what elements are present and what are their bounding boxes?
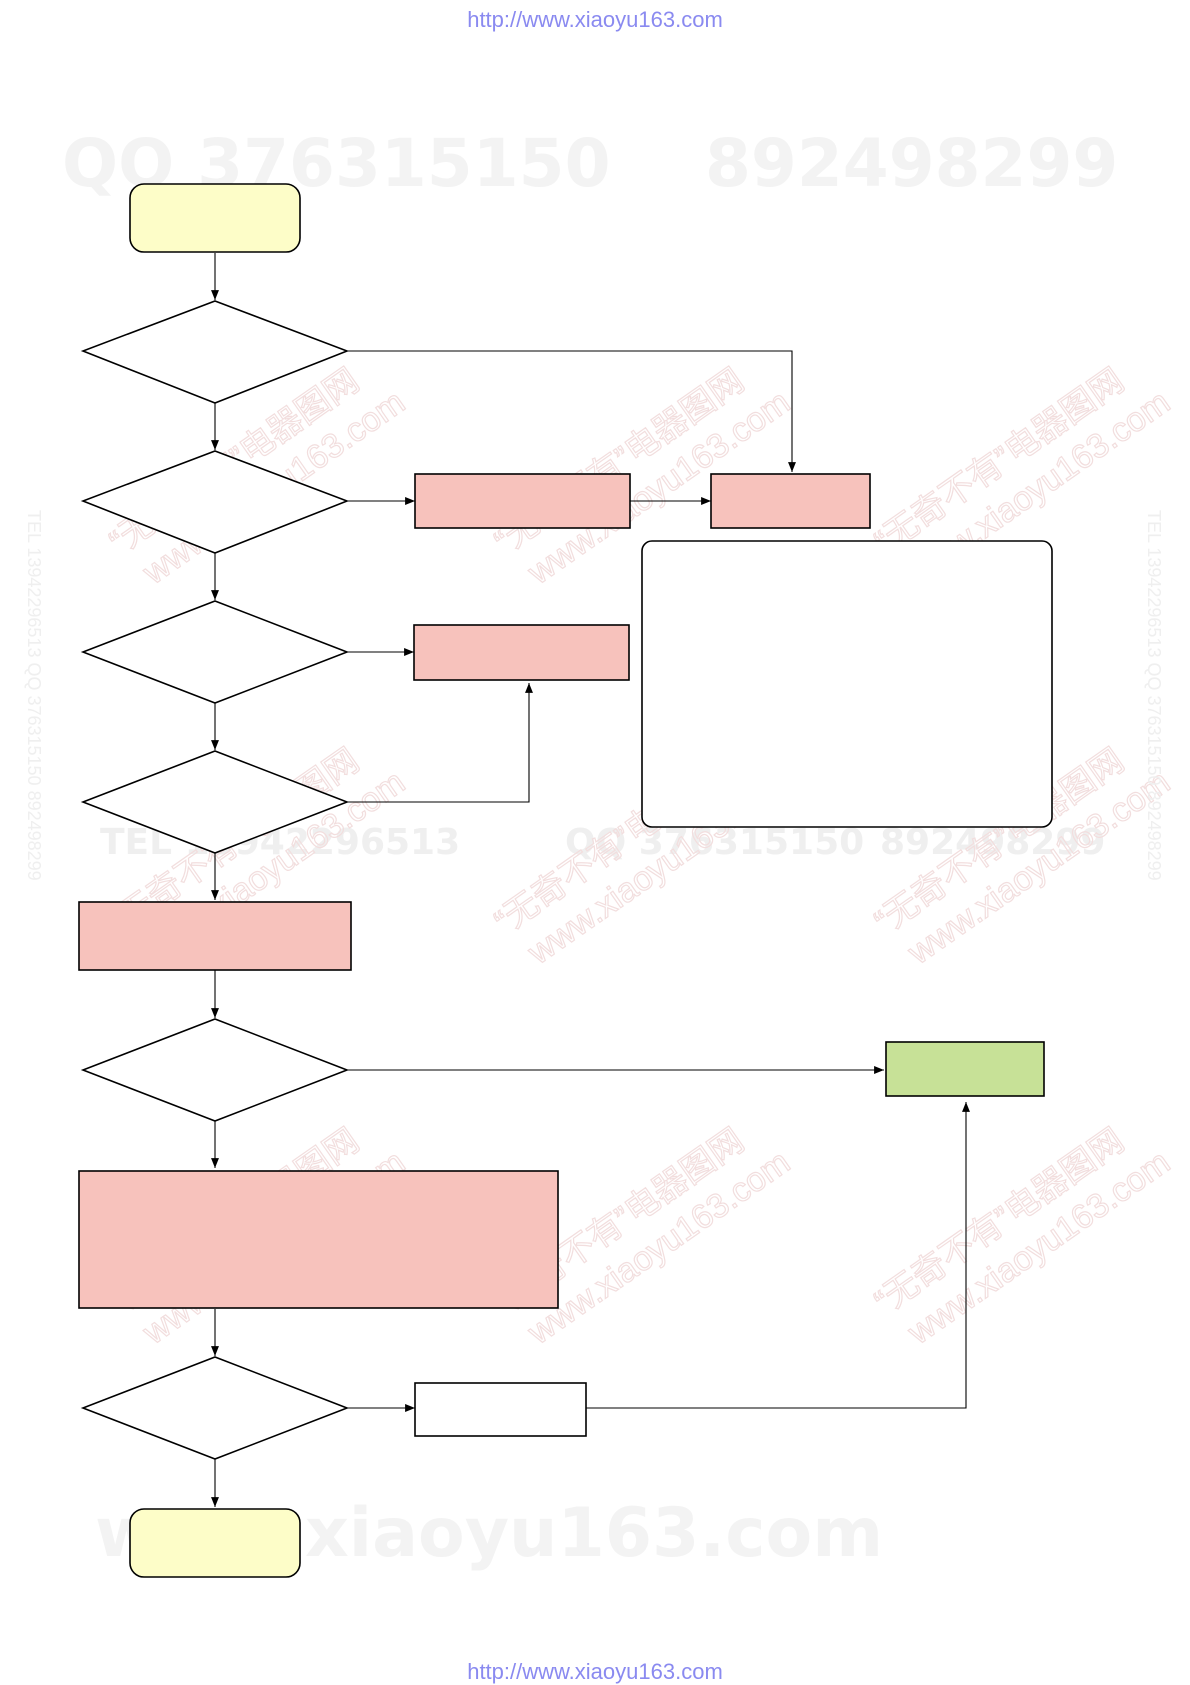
process-box-c bbox=[413, 624, 630, 681]
process-box-d bbox=[78, 901, 352, 971]
note-panel bbox=[641, 540, 1053, 828]
watermark-side-right: TEL 13942296513 QQ 376315150 892498299 bbox=[1144, 510, 1164, 881]
decision-3 bbox=[80, 600, 350, 704]
decision-5 bbox=[80, 1018, 350, 1122]
edge-p-f-r-ok bbox=[586, 1102, 970, 1409]
watermark-diag-9: “无奇不有”电器图网 www.xiaoyu163.com bbox=[867, 1121, 1177, 1353]
decision-1 bbox=[80, 300, 350, 404]
footer-url-link[interactable]: http://www.xiaoyu163.com bbox=[467, 1659, 723, 1684]
decision-4 bbox=[80, 750, 350, 854]
process-box-b bbox=[710, 473, 871, 529]
process-box-a bbox=[414, 473, 631, 529]
watermark-qq-4: 892498299 bbox=[880, 822, 1105, 863]
decision-2 bbox=[80, 450, 350, 554]
watermark-side-left: TEL 13942296513 QQ 376315150 892498299 bbox=[24, 510, 44, 881]
flow-nodes bbox=[78, 183, 1053, 1578]
decision-6 bbox=[80, 1356, 350, 1460]
result-box-ok bbox=[885, 1041, 1045, 1097]
watermark-qq-3: QQ 376315150 bbox=[565, 822, 864, 863]
end-terminal bbox=[129, 1508, 301, 1578]
flow-edges bbox=[211, 253, 970, 1507]
watermark-qq-2: 892498299 bbox=[705, 125, 1118, 202]
header-url-link[interactable]: http://www.xiaoyu163.com bbox=[467, 7, 723, 32]
edge-d1-p-b bbox=[347, 350, 796, 472]
process-box-f bbox=[414, 1382, 587, 1437]
start-terminal bbox=[129, 183, 301, 253]
edge-d4-p-c bbox=[347, 683, 533, 803]
process-box-e bbox=[78, 1170, 559, 1309]
